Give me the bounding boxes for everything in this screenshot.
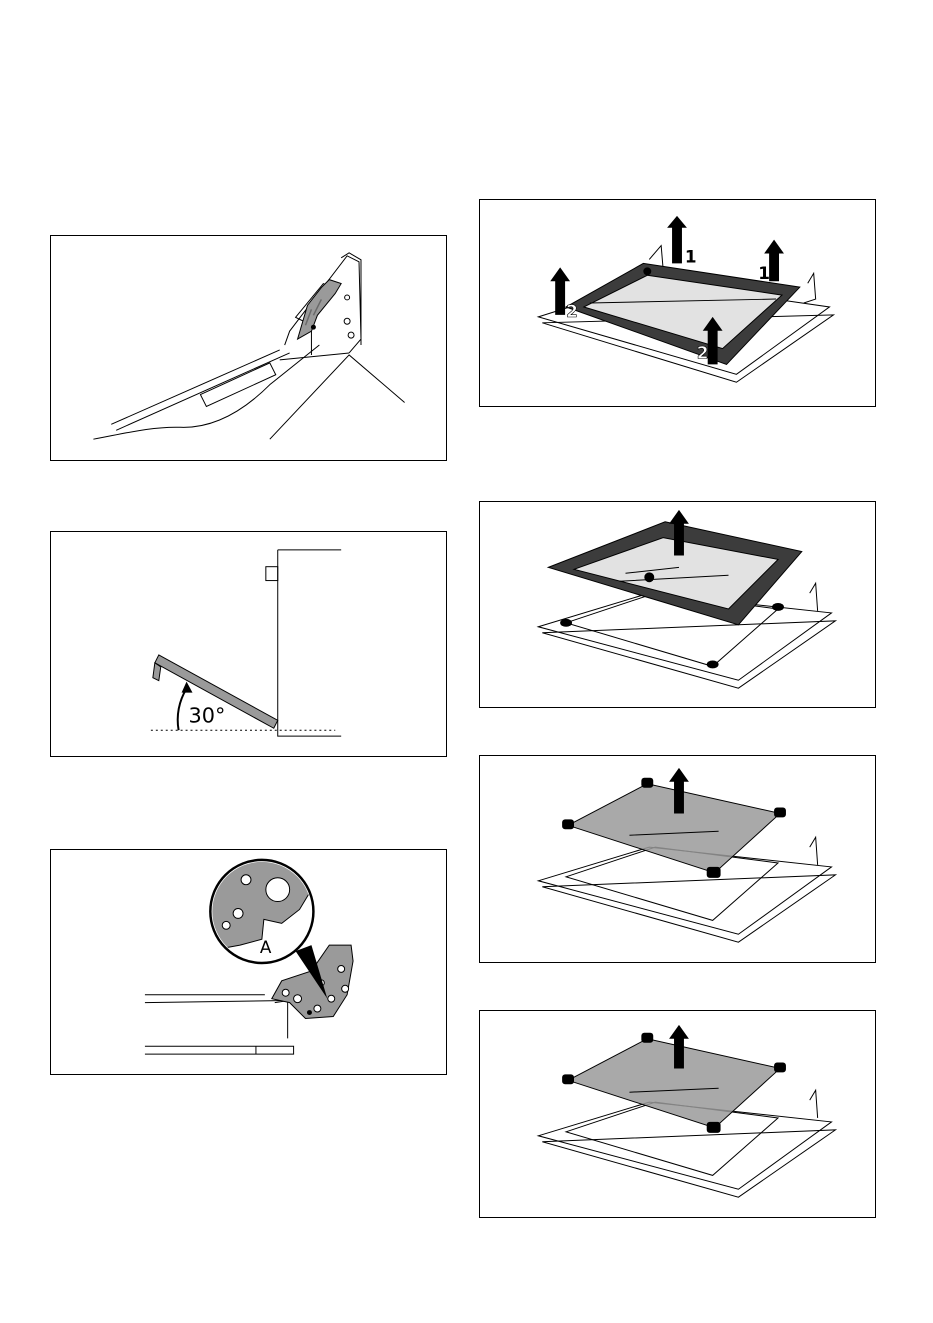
hinge-detail-illustration: A bbox=[51, 850, 446, 1074]
step-label-1-right: 1 bbox=[758, 263, 770, 283]
figure-middle-glass bbox=[479, 755, 876, 963]
callout-label: A bbox=[260, 937, 272, 957]
step-label-1: 1 bbox=[685, 246, 697, 266]
outer-glass-illustration bbox=[480, 502, 875, 707]
corner-bumper-icon bbox=[560, 603, 784, 668]
step-label-2: 2 bbox=[566, 301, 578, 321]
figure-outer-glass bbox=[479, 501, 876, 708]
door-lift-illustration: 1 1 2 2 bbox=[480, 200, 875, 406]
figure-hinge-lock bbox=[50, 235, 447, 461]
inner-glass-illustration bbox=[480, 1011, 875, 1217]
figure-inner-glass bbox=[479, 1010, 876, 1218]
figure-door-lift-steps: 1 1 2 2 bbox=[479, 199, 876, 407]
hinge-lock-illustration bbox=[51, 236, 446, 460]
figure-hinge-detail: A bbox=[50, 849, 447, 1075]
door-angle-illustration: 30° bbox=[51, 532, 446, 756]
middle-glass-illustration bbox=[480, 756, 875, 962]
angle-label: 30° bbox=[189, 703, 226, 727]
step-label-2-bottom: 2 bbox=[697, 342, 709, 362]
figure-door-angle: 30° bbox=[50, 531, 447, 757]
